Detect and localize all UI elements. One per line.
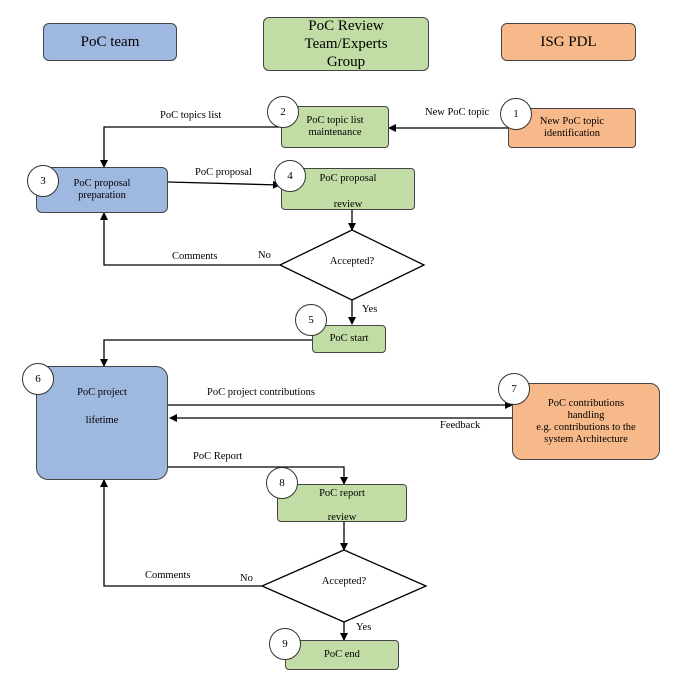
edge-label-new-topic: New PoC topic [425, 107, 490, 118]
step-2-number: 2 [267, 96, 299, 128]
edge-label-report: PoC Report [193, 451, 243, 462]
step-poc-start: PoC start [312, 325, 386, 353]
step-contributions-handling: PoC contributions handling e.g. contribu… [512, 383, 660, 460]
edge-topics-list [100, 126, 281, 168]
edge-label-comments-1: Comments [172, 251, 218, 262]
step-3-label: PoC proposal preparation [73, 178, 131, 201]
step-project-lifetime: PoC project lifetime [36, 366, 168, 480]
step-7-label: PoC contributions handling [547, 397, 625, 421]
edge-label-comments-2: Comments [145, 570, 191, 581]
legend-isg-pdl-label: ISG PDL [540, 34, 597, 50]
step-2-label: PoC topic list maintenance [306, 115, 364, 138]
edge-label-feedback: Feedback [440, 420, 481, 431]
legend-poc-team-label: PoC team [80, 34, 140, 50]
step-1-label: New PoC topic identification [539, 116, 605, 139]
step-7-number: 7 [498, 373, 530, 405]
step-poc-end: PoC end [285, 640, 399, 670]
step-6-number: 6 [22, 363, 54, 395]
decision-diamond-2 [260, 549, 428, 623]
step-5-label: PoC start [329, 333, 369, 344]
edge-label-proposal: PoC proposal [195, 167, 252, 178]
edge-proposal [167, 180, 281, 189]
decision-diamond-1 [278, 229, 426, 301]
step-5-number: 5 [295, 304, 327, 336]
step-4-label: PoC proposal [319, 173, 377, 184]
edge-label-contributions: PoC project contributions [207, 387, 315, 398]
edge-label-yes-1: Yes [362, 304, 378, 315]
step-3-number: 3 [27, 165, 59, 197]
legend-poc-team: PoC team [43, 23, 177, 61]
edge-report [168, 466, 348, 485]
step-9-number: 9 [269, 628, 301, 660]
edge-label-yes-2: Yes [356, 622, 372, 633]
step-6-label-2: lifetime [85, 415, 119, 426]
legend-review-group: PoC Review Team/Experts Group [263, 17, 429, 71]
step-report-review: PoC report review [277, 484, 407, 523]
step-1-number: 1 [500, 98, 532, 130]
legend-review-group-label: PoC Review Team/Experts Group [304, 18, 388, 70]
step-8-number: 8 [266, 467, 298, 499]
edge-label-topics-list: PoC topics list [160, 110, 222, 121]
step-new-topic-identification: New PoC topic identification [508, 108, 636, 148]
step-7-label-2: e.g. contributions to the system Archite… [536, 421, 636, 445]
step-4-label-2: review [333, 199, 363, 210]
step-9-label: PoC end [324, 649, 360, 660]
edge-label-no-1: No [258, 250, 271, 261]
decision-2-label: Accepted? [321, 576, 367, 587]
step-4-number: 4 [274, 160, 306, 192]
step-8-label: PoC report [319, 488, 365, 499]
legend-isg-pdl: ISG PDL [501, 23, 636, 61]
step-6-label: PoC project [77, 387, 127, 398]
edge-label-no-2: No [240, 573, 253, 584]
step-8-label-2: review [327, 512, 357, 523]
edge-start-to-lifetime [100, 339, 312, 367]
edge-comments-2 [100, 479, 262, 587]
step-topic-list-maintenance: PoC topic list maintenance [281, 106, 389, 148]
decision-1-label: Accepted? [329, 256, 375, 267]
edge-comments-1 [100, 212, 280, 266]
